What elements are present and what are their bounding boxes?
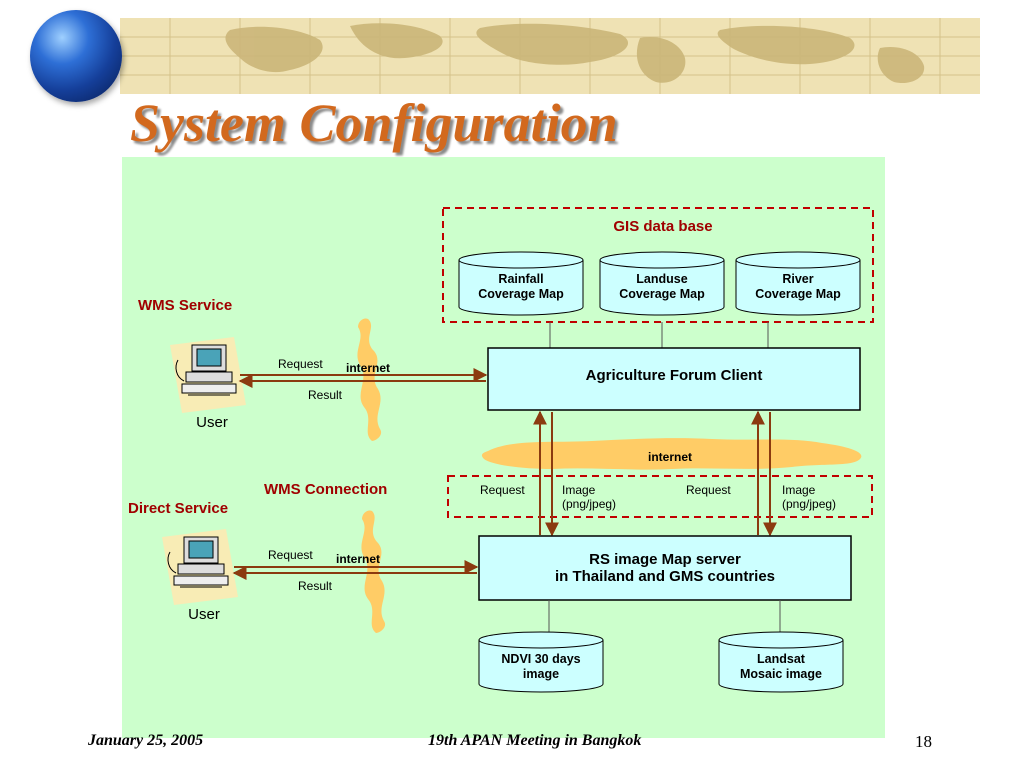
image-format-label: (png/jpeg) [782,497,836,511]
page-number: 18 [915,732,932,751]
internet-label: internet [336,552,380,566]
diagram-panel: GIS data base Rainfall Coverage Map Land… [122,157,885,738]
request-label: Request [480,483,525,497]
user-label: User [196,414,228,431]
ndvi-db-label-1: NDVI 30 days [501,652,580,666]
landsat-db-label-2: Mosaic image [740,667,822,681]
internet-cloud [481,438,862,470]
rainfall-db-label-2: Coverage Map [478,287,564,301]
result-label: Result [308,388,343,402]
user-label: User [188,606,220,623]
user-computer-icon [170,337,246,413]
user-computer-icon [162,529,238,605]
wms-connection-label: WMS Connection [264,481,387,498]
gis-database-group [442,207,874,323]
wms-connection-group [447,475,873,518]
landsat-db-label-1: Landsat [757,652,806,666]
request-label: Request [686,483,731,497]
world-map-banner [120,18,980,94]
ndvi-db-label-2: image [523,667,559,681]
landuse-database-icon: Landuse Coverage Map [599,251,725,316]
globe-icon [30,10,122,102]
image-label: Image [782,483,816,497]
river-db-label-2: Coverage Map [755,287,841,301]
request-label: Request [278,357,323,371]
landuse-db-label-1: Landuse [636,272,687,286]
internet-cloud [361,510,386,633]
rainfall-database-icon: Rainfall Coverage Map [458,251,584,316]
ndvi-database-icon: NDVI 30 days image [478,631,604,693]
result-label: Result [298,579,333,593]
rs-server-label-2: in Thailand and GMS countries [555,568,775,585]
internet-cloud [357,318,382,441]
rainfall-db-label-1: Rainfall [498,272,543,286]
wms-service-label: WMS Service [138,297,232,314]
image-label: Image [562,483,596,497]
gis-database-label: GIS data base [613,218,712,235]
footer-date: January 25, 2005 [88,732,204,749]
request-label: Request [268,548,313,562]
landuse-db-label-2: Coverage Map [619,287,705,301]
agriculture-forum-client-label: Agriculture Forum Client [586,367,763,384]
river-database-icon: River Coverage Map [735,251,861,316]
internet-label: internet [346,361,390,375]
landsat-database-icon: Landsat Mosaic image [718,631,844,693]
slide-title: System Configuration [130,93,618,153]
footer-event: 19th APAN Meeting in Bangkok [428,732,642,749]
agriculture-forum-client-box [487,347,861,411]
river-db-label-1: River [782,272,813,286]
rs-server-label-1: RS image Map server [589,551,741,568]
image-format-label: (png/jpeg) [562,497,616,511]
system-diagram: GIS data base Rainfall Coverage Map Land… [128,207,874,693]
rs-image-map-server-box [478,535,852,601]
internet-label: internet [648,450,692,464]
direct-service-label: Direct Service [128,500,228,517]
